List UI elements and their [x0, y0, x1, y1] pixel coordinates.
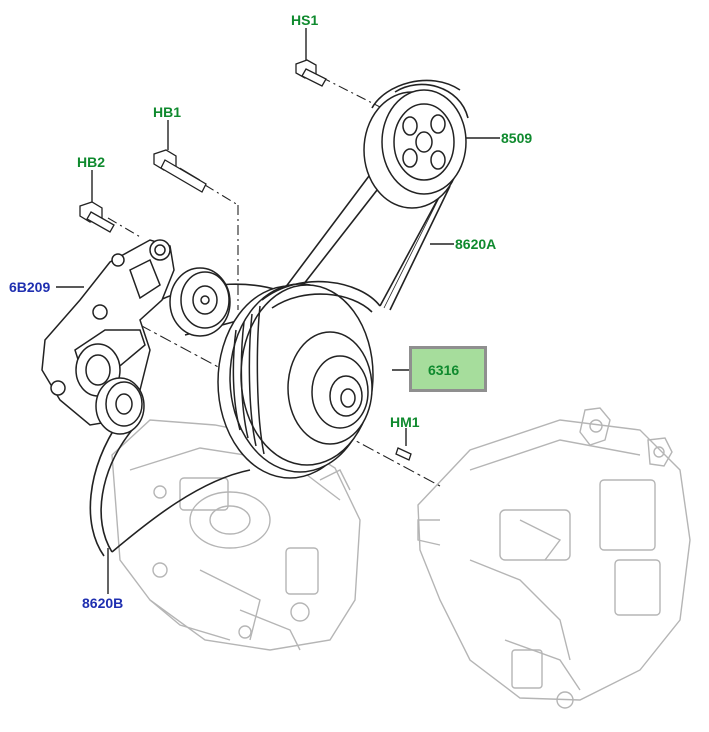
pulley-8509	[363, 89, 467, 209]
bolt-hb1	[153, 149, 207, 193]
idler-pulley-lower	[95, 377, 145, 435]
dowel-hm1	[395, 447, 412, 461]
belt-8620a	[284, 79, 469, 311]
crank-pulley-6316	[217, 283, 374, 479]
label-6316[interactable]: 6316	[428, 362, 460, 378]
label-hb1[interactable]: HB1	[153, 104, 182, 120]
ac-compressor-ghost	[111, 419, 361, 651]
belt-crank-wrap	[261, 280, 381, 313]
bolt-hs1	[295, 59, 327, 87]
idler-pulley-upper	[169, 267, 231, 337]
tensioner-6b209	[41, 239, 175, 426]
label-8509[interactable]: 8509	[501, 130, 533, 146]
bolt-hb2	[79, 201, 115, 233]
label-8620a[interactable]: 8620A	[455, 236, 497, 252]
label-6b209[interactable]: 6B209	[9, 279, 51, 295]
label-8620b[interactable]: 8620B	[82, 595, 124, 611]
label-hm1[interactable]: HM1	[390, 414, 420, 430]
label-hb2[interactable]: HB2	[77, 154, 106, 170]
highlight-box-6316	[409, 346, 487, 392]
alternator-ghost	[417, 407, 691, 709]
label-hs1[interactable]: HS1	[291, 12, 319, 28]
